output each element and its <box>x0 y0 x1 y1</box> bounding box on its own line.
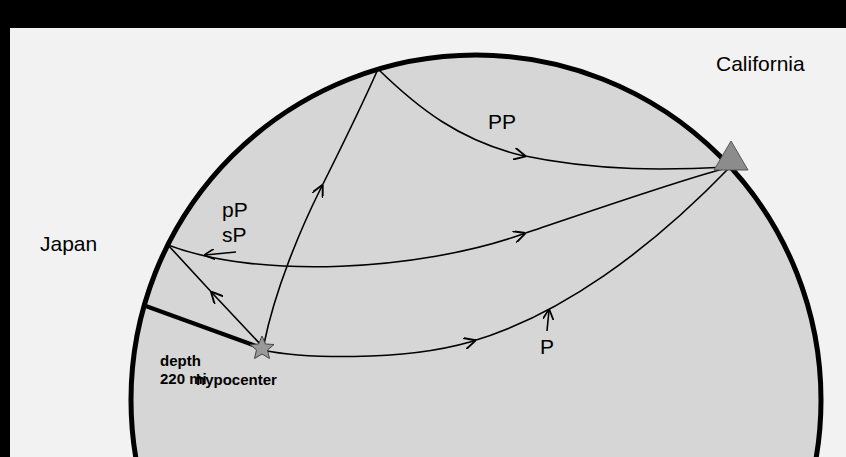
text-label: hypocenter <box>196 372 277 389</box>
text-label: P <box>540 335 554 358</box>
ray-path <box>168 167 730 267</box>
text-label: Japan <box>40 232 97 255</box>
station-triangle <box>714 141 748 170</box>
depth-line <box>143 305 256 346</box>
text-label: pP <box>222 198 248 221</box>
text-label: PP <box>488 110 516 133</box>
scan-border <box>0 0 846 28</box>
earth-outline <box>131 55 821 457</box>
hypocenter-star <box>250 336 274 359</box>
ray-path <box>378 69 730 169</box>
text-label: sP <box>222 223 247 246</box>
ray-path <box>264 69 378 344</box>
leader-arrow <box>205 252 236 255</box>
ray-path <box>262 167 730 357</box>
ray-path <box>168 245 262 346</box>
text-label: California <box>716 52 805 75</box>
scan-border <box>0 0 10 457</box>
leader-arrow <box>547 310 549 331</box>
